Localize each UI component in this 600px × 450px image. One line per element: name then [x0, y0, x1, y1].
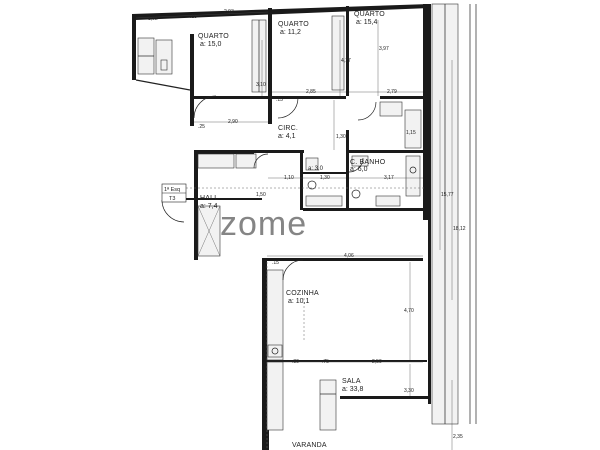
dim-cozinha-width: 4,06	[344, 253, 354, 259]
dim-top-left: 1,92	[148, 16, 158, 22]
walls	[132, 4, 431, 450]
room-area-quarto-3: a: 15,4	[356, 19, 378, 26]
dim-wc-b: 1,30	[320, 175, 330, 181]
dim-wall-c: .15	[272, 260, 279, 266]
room-area-hall: a: 7,4	[200, 203, 218, 210]
floor-tag-line2: T3	[169, 196, 175, 202]
dim-right-outer: 18,12	[453, 226, 466, 232]
dim-varanda-width: 2,35	[453, 434, 463, 440]
dim-hall-height: 1,50	[256, 192, 266, 198]
room-name-c-banho: C. BANHO	[350, 159, 386, 166]
dim-quarto2-depth: 4,17	[341, 58, 351, 64]
dim-banho-width: 3,17	[384, 175, 394, 181]
dim-circ-depth: 1,30	[336, 134, 346, 140]
room-area-c-banho: a: 6,0	[350, 166, 368, 173]
dim-wall-a: .25	[198, 124, 205, 130]
room-name-circ: CIRC.	[278, 125, 298, 132]
dimension-lines	[135, 11, 453, 450]
room-name-sala: SALA	[342, 378, 361, 385]
room-name-varanda: VARANDA	[292, 442, 327, 449]
dim-quarto3-depth: 3,97	[379, 46, 389, 52]
dim-top-small: .15	[190, 14, 197, 20]
room-area-quarto-2: a: 11,2	[280, 29, 301, 36]
dim-circ-width: 2,90	[228, 119, 238, 125]
room-area-quarto-1: a: 15,0	[200, 41, 222, 48]
room-area-circ: a: 4,1	[278, 133, 296, 140]
dim-banho-depth: 1,15	[406, 130, 416, 136]
dim-sala-b: .75	[322, 359, 329, 365]
room-name-quarto-2: QUARTO	[278, 21, 309, 28]
dim-cozinha-depth: 4,70	[404, 308, 414, 314]
dim-right-total: 15,77	[441, 192, 454, 198]
room-area-sala: a: 33,8	[342, 386, 364, 393]
floor-tag: 1ª Esq T3	[161, 183, 187, 203]
room-labels: QUARTO a: 15,0 QUARTO a: 11,2 QUARTO a: …	[198, 11, 386, 449]
room-name-cozinha: COZINHA	[286, 290, 319, 297]
dim-quarto2-width: 2,85	[306, 89, 316, 95]
dim-quarto1-depth: 3,10	[256, 82, 266, 88]
room-area-cozinha: a: 10,1	[288, 298, 310, 305]
doors	[161, 95, 377, 281]
room-area-wc: a: 3,0	[308, 166, 324, 172]
dim-sala-c: 2,59	[372, 359, 382, 365]
dim-sala-a: .80	[292, 359, 299, 365]
dim-quarto3-width: 2,79	[387, 89, 397, 95]
dim-wc-a: 1,10	[284, 175, 294, 181]
room-name-hall: HALL	[200, 195, 218, 202]
room-name-quarto-3: QUARTO	[354, 11, 385, 18]
room-name-quarto-1: QUARTO	[198, 33, 229, 40]
dim-sala-depth: 3,30	[404, 388, 414, 394]
watermark-text: zome	[220, 205, 307, 243]
dim-wall-b: .15	[276, 97, 283, 103]
fixtures	[137, 3, 477, 431]
dim-top-mid: 2,93	[224, 9, 234, 15]
floor-tag-line1: 1ª Esq	[164, 186, 180, 193]
dimension-texts: 1,92 .15 2,93 2,85 2,79 2,90 1,30 4,17 3…	[148, 9, 466, 440]
